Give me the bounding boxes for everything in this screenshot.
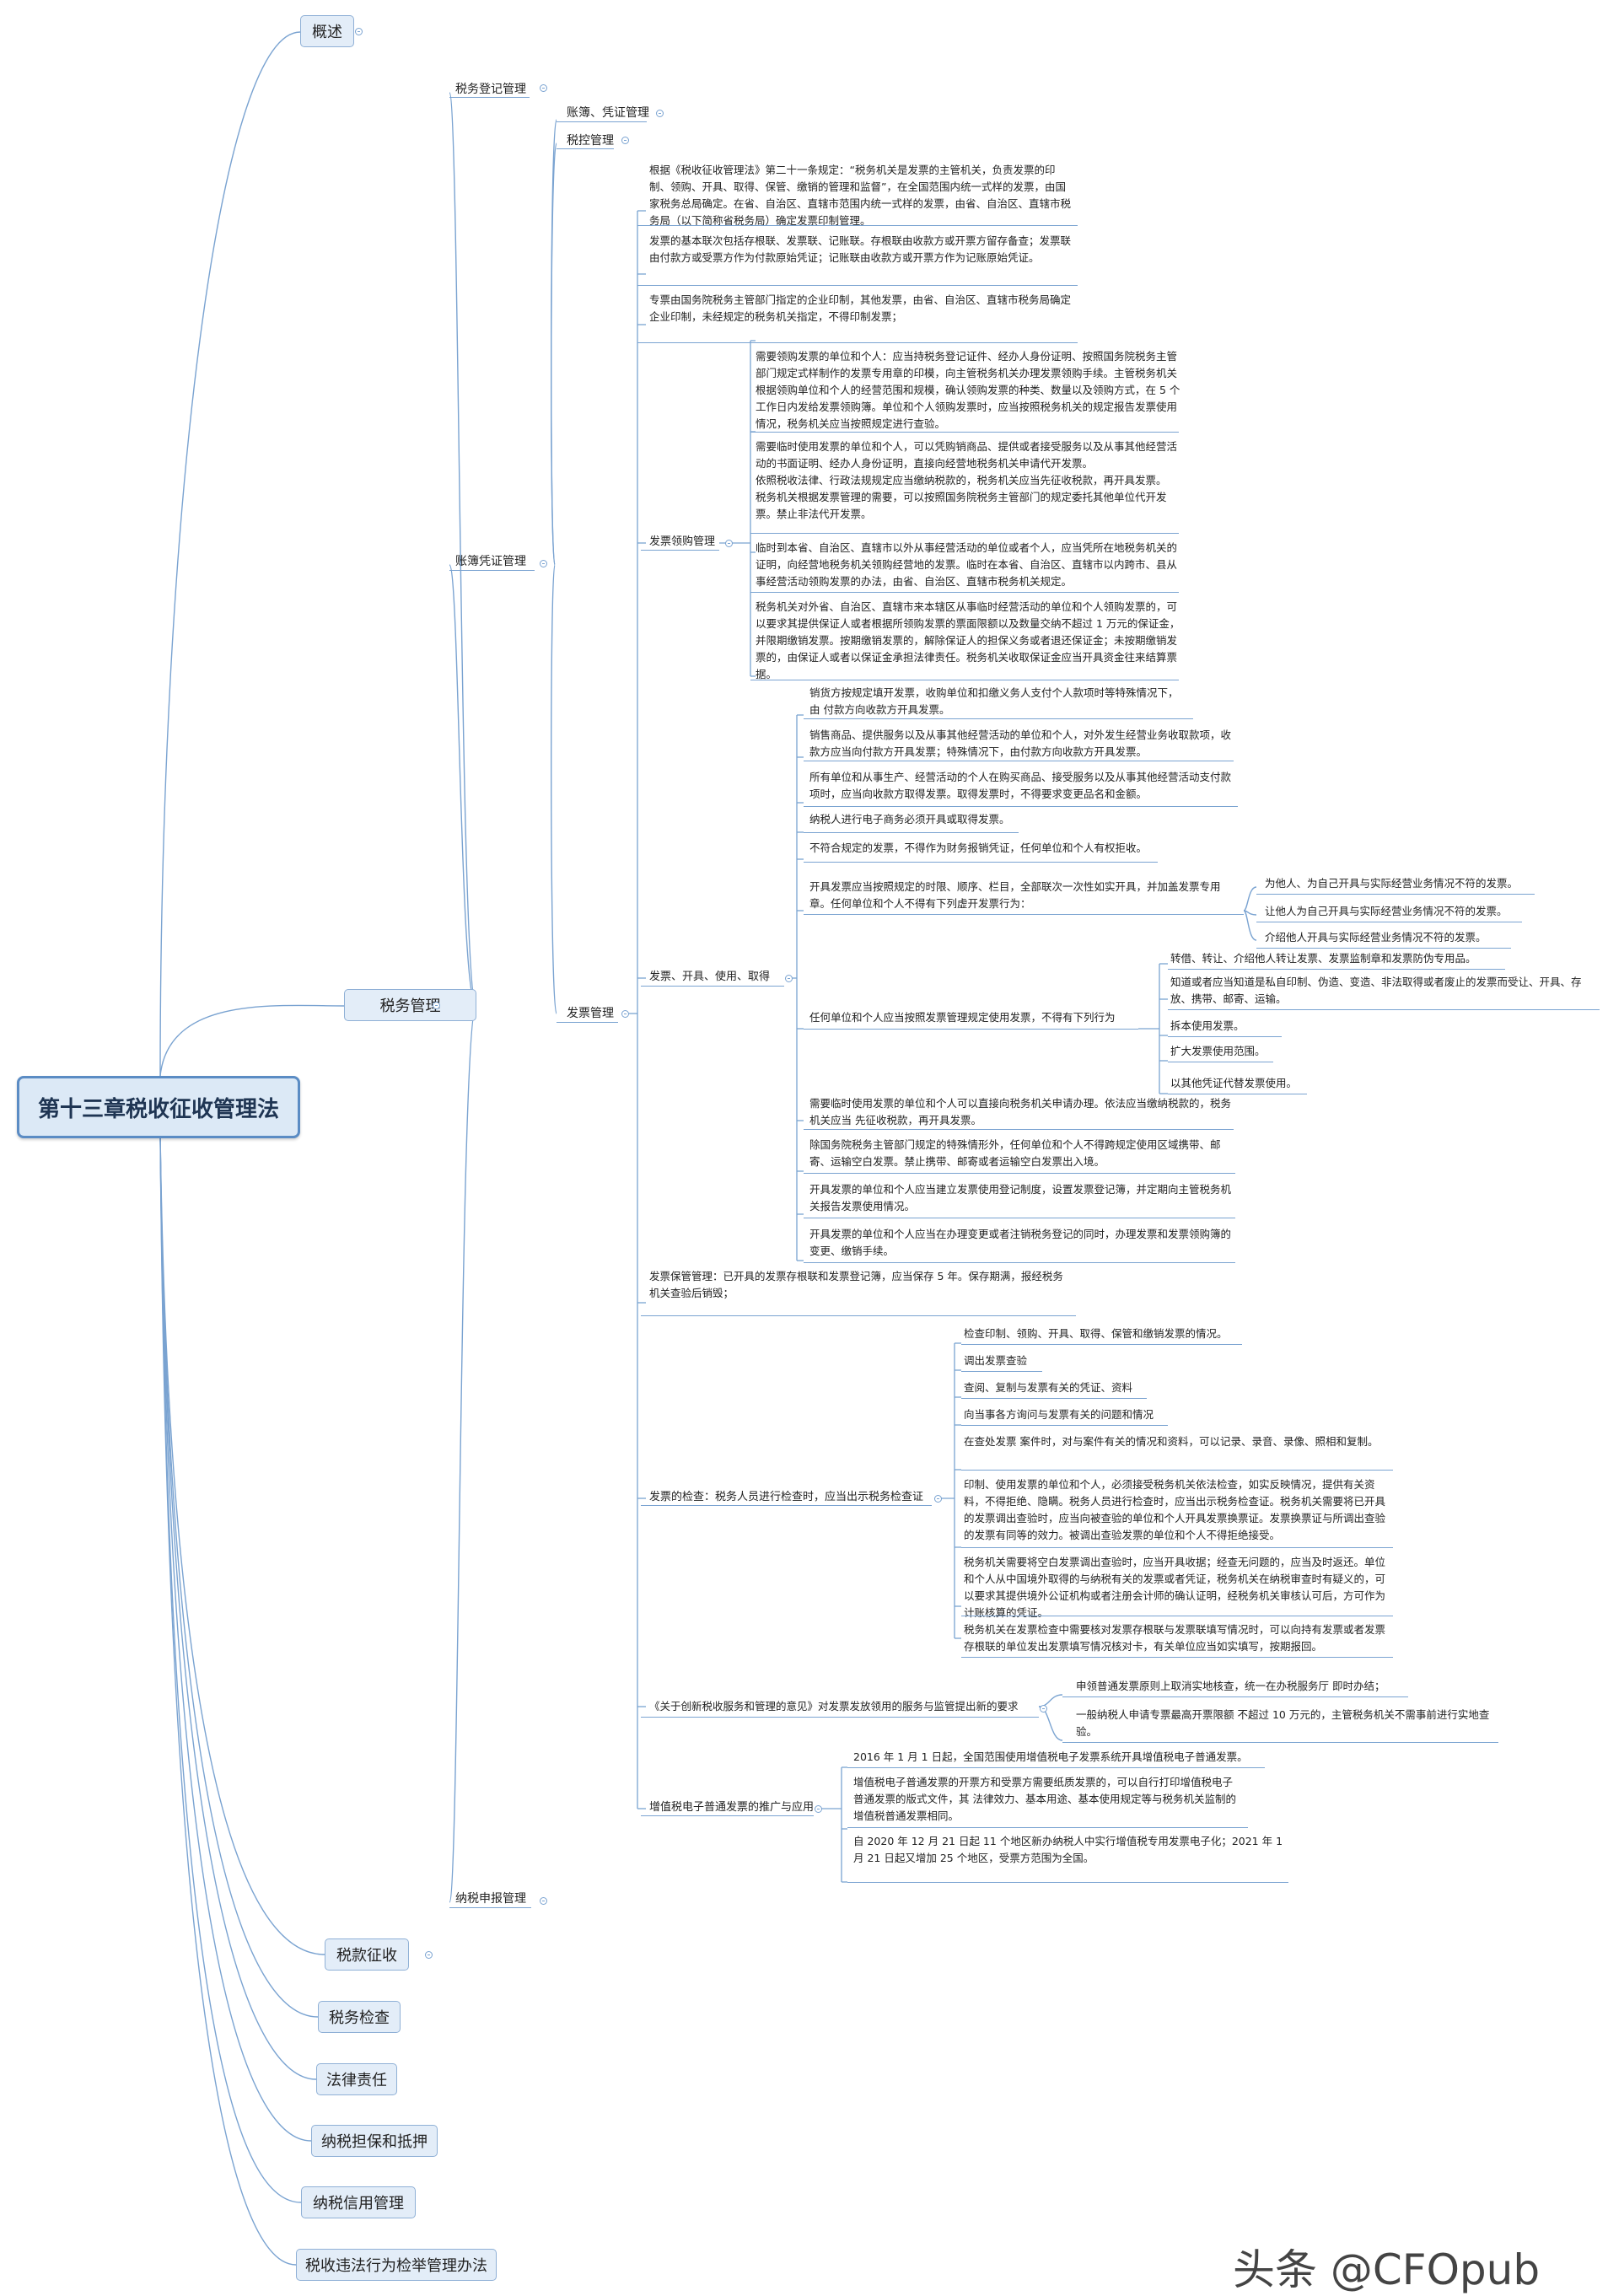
check-item: 检查印制、领购、开具、取得、保管和缴销发票的情况。 — [964, 1327, 1228, 1340]
invoice-keeping: 发票保管管理：已开具的发票存根联和发票登记簿，应当保存 5 年。保存期满，报经税… — [649, 1270, 1063, 1299]
collapse-icon[interactable] — [785, 975, 793, 982]
purchase-item: 需要领购发票的单位和个人：应当持税务登记证件、经办人身份证明、按照国务院税务主管… — [756, 350, 1180, 430]
false-issue-item: 让他人为自己开具与实际经营业务情况不符的发票。 — [1265, 905, 1508, 917]
collapse-icon[interactable] — [934, 1495, 942, 1503]
purchase-item: 税务机关对外省、自治区、直辖市来本辖区从事临时经营活动的单位和个人领购发票的，可… — [756, 600, 1180, 680]
check-item: 在查处发票 案件时，对与案件有关的情况和资料，可以记录、录音、录像、照相和复制。 — [964, 1435, 1379, 1448]
node-invoice-mgmt[interactable]: 发票管理 — [567, 1007, 614, 1020]
node-einvoice[interactable]: 增值税电子普通发票的推广与应用 — [649, 1801, 815, 1814]
check-item: 税务机关需要将空白发票调出查验时，应当开具收据；经查无问题的，应当及时返还。单位… — [964, 1556, 1386, 1619]
check-item: 调出发票查验 — [964, 1354, 1028, 1367]
expand-icon[interactable] — [621, 137, 629, 144]
collapse-icon[interactable] — [815, 1805, 822, 1813]
watermark: 头条 @CFOpub — [1233, 2245, 1541, 2294]
issue-item: 所有单位和从事生产、经营活动的个人在购买商品、接受服务以及从事其他经营活动支付款… — [809, 771, 1232, 800]
node-tax-registration[interactable]: 税务登记管理 — [455, 83, 526, 96]
collapse-icon[interactable] — [433, 1002, 440, 1009]
branch-tax-credit[interactable]: 纳税信用管理 — [301, 2186, 416, 2218]
branch-overview[interactable]: 概述 — [300, 15, 354, 47]
expand-icon[interactable] — [540, 84, 547, 92]
expand-icon[interactable] — [540, 1897, 547, 1905]
branch-tax-collection[interactable]: 税款征收 — [325, 1938, 409, 1971]
node-invoice-check[interactable]: 发票的检查：税务人员进行检查时，应当出示税务检查证 — [649, 1491, 924, 1503]
node-service-opinion[interactable]: 《关于创新税收服务和管理的意见》对发票发放领用的服务与监管提出新的要求 — [649, 1700, 1019, 1713]
forbidden-item: 知道或者应当知道是私自印制、伪造、变造、非法取得或者废止的发票而受让、开具、存放… — [1170, 976, 1582, 1005]
invoice-intro-law: 根据《税收征收管理法》第二十一条规定：“税务机关是发票的主管机关，负责发票的印制… — [649, 164, 1072, 227]
issue-item: 除国务院税务主管部门规定的特殊情形外，任何单位和个人不得跨规定使用区域携带、邮寄… — [809, 1138, 1221, 1168]
branch-tax-violation-report[interactable]: 税收违法行为检举管理办法 — [296, 2249, 497, 2281]
check-item: 印制、使用发票的单位和个人，必须接受税务机关依法检查，如实反映情况，提供有关资料… — [964, 1478, 1386, 1541]
branch-tax-inspection[interactable]: 税务检查 — [318, 2001, 401, 2033]
opinion-item: 申领普通发票原则上取消实地核查，统一在办税服务厅 即时办结； — [1076, 1680, 1385, 1692]
check-item: 税务机关在发票检查中需要核对发票存根联与发票联填写情况时，可以向持有发票或者发票… — [964, 1623, 1386, 1653]
issue-item: 开具发票的单位和个人应当在办理变更或者注销税务登记的同时，办理发票和发票领购簿的… — [809, 1228, 1232, 1257]
expand-icon[interactable] — [425, 1951, 433, 1959]
invoice-printing: 专票由国务院税务主管部门指定的企业印制，其他发票，由省、自治区、直辖市税务局确定… — [649, 293, 1072, 323]
forbidden-item: 以其他凭证代替发票使用。 — [1170, 1077, 1298, 1089]
collapse-icon[interactable] — [1040, 1705, 1047, 1713]
node-books-vouchers[interactable]: 账簿、凭证管理 — [567, 106, 649, 120]
node-tax-control[interactable]: 税控管理 — [567, 134, 614, 148]
false-issue-item: 为他人、为自己开具与实际经营业务情况不符的发票。 — [1265, 877, 1519, 890]
collapse-icon[interactable] — [621, 1010, 629, 1018]
issue-item: 任何单位和个人应当按照发票管理规定使用发票，不得有下列行为 — [809, 1011, 1116, 1024]
issue-item: 不符合规定的发票，不得作为财务报销凭证，任何单位和个人有权拒收。 — [809, 842, 1148, 854]
collapse-icon[interactable] — [540, 560, 547, 567]
purchase-item: 需要临时使用发票的单位和个人，可以凭购销商品、提供或者接受服务以及从事其他经营活… — [756, 440, 1178, 520]
node-tax-filing[interactable]: 纳税申报管理 — [455, 1892, 526, 1906]
forbidden-item: 拆本使用发票。 — [1170, 1019, 1245, 1032]
issue-item: 需要临时使用发票的单位和个人可以直接向税务机关申请办理。依法应当缴纳税款的，税务… — [809, 1097, 1232, 1126]
check-item: 查阅、复制与发票有关的凭证、资料 — [964, 1381, 1133, 1394]
issue-item: 开具发票的单位和个人应当建立发票使用登记制度，设置发票登记簿，并定期向主管税务机… — [809, 1183, 1232, 1213]
issue-item: 纳税人进行电子商务必须开具或取得发票。 — [809, 813, 1010, 825]
false-issue-item: 介绍他人开具与实际经营业务情况不符的发票。 — [1265, 931, 1487, 944]
einvoice-item: 增值税电子普通发票的开票方和受票方需要纸质发票的，可以自行打印增值税电子普通发票… — [853, 1776, 1236, 1822]
purchase-item: 临时到本省、自治区、直辖市以外从事经营活动的单位或者个人，应当凭所在地税务机关的… — [756, 541, 1178, 588]
branch-tax-management[interactable]: 税务管理 — [344, 989, 476, 1021]
einvoice-item: 2016 年 1 月 1 日起，全国范围使用增值税电子发票系统开具增值税电子普通… — [853, 1750, 1248, 1763]
check-item: 向当事各方询问与发票有关的问题和情况 — [964, 1408, 1154, 1421]
node-books-vouchers-mgmt[interactable]: 账簿凭证管理 — [455, 555, 526, 568]
collapse-icon[interactable] — [725, 540, 733, 547]
expand-icon[interactable] — [656, 110, 664, 117]
forbidden-item: 扩大发票使用范围。 — [1170, 1045, 1266, 1057]
node-invoice-purchase[interactable]: 发票领购管理 — [649, 535, 716, 548]
issue-item: 销货方按规定填开发票，收购单位和扣缴义务人支付个人款项时等特殊情况下，由 付款方… — [809, 686, 1179, 716]
root-topic[interactable]: 第十三章税收征收管理法 — [17, 1076, 300, 1138]
branch-tax-guarantee[interactable]: 纳税担保和抵押 — [311, 2125, 438, 2157]
invoice-copies: 发票的基本联次包括存根联、发票联、记账联。存根联由收款方或开票方留存备查；发票联… — [649, 234, 1072, 264]
collapse-icon[interactable] — [355, 28, 363, 35]
forbidden-item: 转借、转让、介绍他人转让发票、发票监制章和发票防伪专用品。 — [1170, 952, 1476, 965]
issue-item: 开具发票应当按照规定的时限、顺序、栏目，全部联次一次性如实开具，并加盖发票专用章… — [809, 880, 1221, 910]
node-invoice-issue[interactable]: 发票、开具、使用、取得 — [649, 971, 771, 983]
branch-legal-liability[interactable]: 法律责任 — [316, 2063, 397, 2095]
einvoice-item: 自 2020 年 12 月 21 日起 11 个地区新办纳税人中实行增值税专用发… — [853, 1835, 1283, 1864]
issue-item: 销售商品、提供服务以及从事其他经营活动的单位和个人，对外发生经营业务收取款项，收… — [809, 729, 1232, 758]
opinion-item: 一般纳税人申请专票最高开票限额 不超过 10 万元的，主管税务机关不需事前进行实… — [1076, 1708, 1490, 1738]
